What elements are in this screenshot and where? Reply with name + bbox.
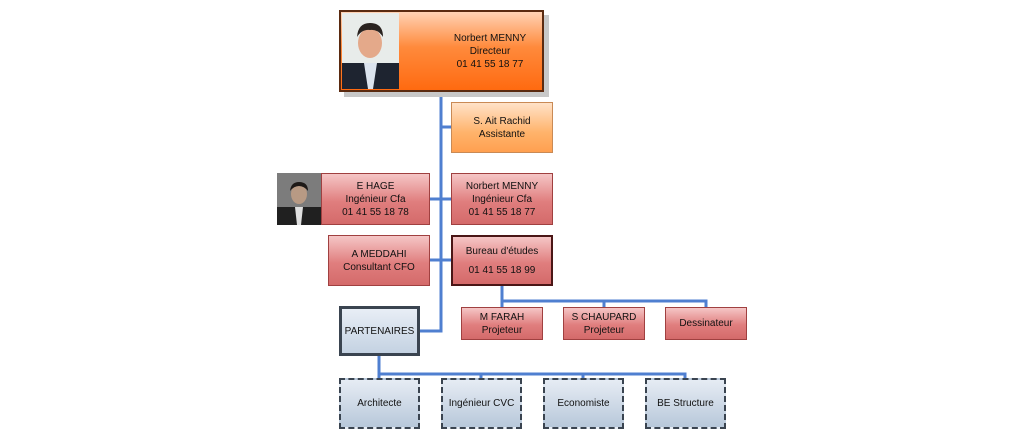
assistant-name: S. Ait Rachid (473, 115, 531, 127)
farah-name: M FARAH (479, 311, 525, 323)
bureau-box: Bureau d'études 01 41 55 18 99 (451, 235, 553, 286)
menny2-phone: 01 41 55 18 77 (468, 206, 536, 218)
partner-economiste-box: Economiste (543, 378, 624, 429)
chaupard-name: S CHAUPARD (571, 311, 637, 323)
menny2-role: Ingénieur Cfa (471, 193, 533, 205)
farah-role: Projeteur (481, 324, 523, 336)
director-phone: 01 41 55 18 77 (456, 58, 524, 70)
hage-box: E HAGE Ingénieur Cfa 01 41 55 18 78 (321, 173, 430, 225)
dessinateur-box: Dessinateur (665, 307, 747, 340)
director-name: Norbert MENNY (453, 32, 527, 44)
partner-architecte: Architecte (357, 398, 402, 409)
hage-photo (277, 173, 321, 225)
bureau-name: Bureau d'études (465, 245, 539, 257)
bureau-phone: 01 41 55 18 99 (468, 264, 536, 276)
meddahi-name: A MEDDAHI (351, 248, 407, 260)
partenaires-box: PARTENAIRES (339, 306, 420, 356)
partner-cvc-box: Ingénieur CVC (441, 378, 522, 429)
chaupard-box: S CHAUPARD Projeteur (563, 307, 645, 340)
hage-phone: 01 41 55 18 78 (342, 206, 409, 218)
partner-architecte-box: Architecte (339, 378, 420, 429)
partner-cvc: Ingénieur CVC (448, 398, 515, 409)
director-photo (342, 13, 399, 89)
meddahi-role: Consultant CFO (343, 261, 415, 273)
partenaires-name: PARTENAIRES (344, 325, 415, 337)
farah-box: M FARAH Projeteur (461, 307, 543, 340)
menny2-box: Norbert MENNY Ingénieur Cfa 01 41 55 18 … (451, 173, 553, 225)
dessinateur-name: Dessinateur (679, 318, 733, 329)
hage-role: Ingénieur Cfa (345, 193, 406, 205)
partner-structure: BE Structure (657, 398, 714, 409)
director-role: Directeur (469, 45, 511, 57)
assistant-box: S. Ait Rachid Assistante (451, 102, 553, 153)
menny2-name: Norbert MENNY (465, 180, 539, 192)
assistant-role: Assistante (478, 128, 526, 140)
partner-structure-box: BE Structure (645, 378, 726, 429)
hage-name: E HAGE (356, 180, 395, 192)
chaupard-role: Projeteur (583, 324, 625, 336)
meddahi-box: A MEDDAHI Consultant CFO (328, 235, 430, 286)
partner-economiste: Economiste (557, 398, 610, 409)
